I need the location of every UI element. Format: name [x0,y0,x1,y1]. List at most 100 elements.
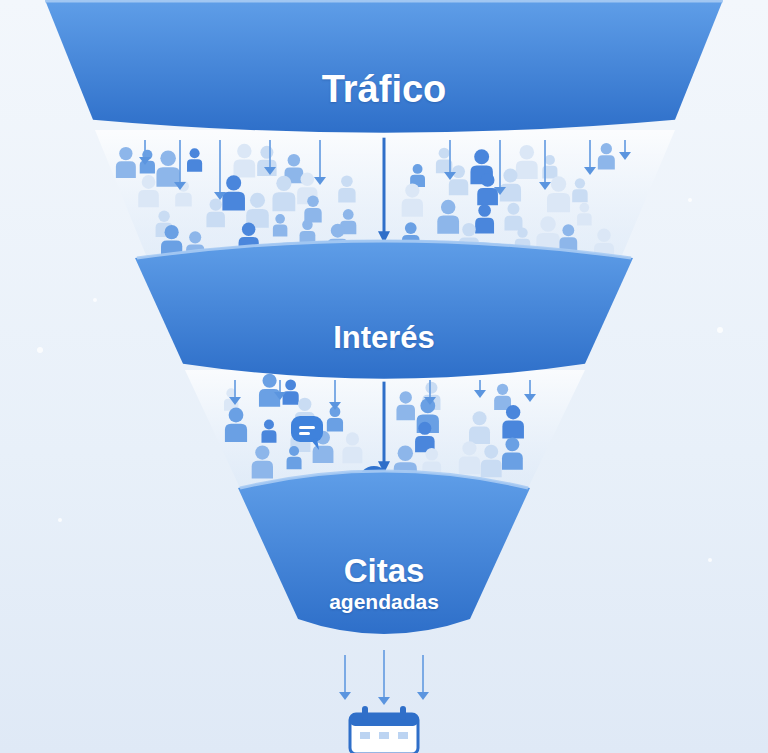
flow-arrow [619,140,631,160]
flow-arrow [524,380,536,402]
person-icon [206,198,225,227]
person-body [140,161,155,174]
flow-arrow-line [499,140,501,189]
person-head [405,222,417,234]
flow-arrow-head [619,152,631,160]
person-icon [273,214,287,237]
person-head [462,441,476,455]
person-icon [500,168,521,201]
person-head [288,154,300,166]
person-icon [327,406,343,431]
flow-arrow-head [264,167,276,175]
flow-arrow [494,140,506,195]
flow-arrow-head [229,397,241,405]
flow-arrow-line [319,140,321,179]
flow-arrow-line [144,140,146,159]
person-head [285,380,296,391]
flow-arrow-head [424,397,436,405]
person-body [598,155,615,169]
flow-arrow-line [624,140,626,154]
person-body [272,192,295,211]
flow-arrow [229,380,241,405]
flow-arrow-line [544,140,546,184]
person-icon [287,446,302,469]
person-head [210,198,222,210]
person-body [469,426,490,443]
funnel-glass [95,130,675,260]
person-head [158,210,169,221]
person-icon [187,148,202,172]
person-head [474,149,489,164]
funnel-band: Tráfico [45,0,723,142]
person-icon [342,432,362,463]
flow-arrow-head [274,392,286,400]
person-body [175,193,192,207]
person-head [520,145,535,160]
person-body [261,430,276,442]
flow-arrow [329,380,341,410]
person-head [405,183,419,197]
person-head [517,228,527,238]
person-head [413,164,423,174]
stage-sublabel: agendadas [329,590,439,614]
person-head [298,398,311,411]
flow-arrow-head [214,192,226,200]
flow-arrow-head [539,182,551,190]
person-head [229,408,244,423]
flow-arrow-line [334,380,336,404]
person-head [562,224,574,236]
person-head [142,175,156,189]
person-head [484,445,498,459]
person-head [189,231,201,243]
person-icon [502,405,524,439]
person-icon [598,143,615,169]
flow-arrow-head [524,394,536,402]
flow-arrow-line [429,380,431,399]
person-body [116,161,136,178]
person-head [346,432,359,445]
person-body [475,218,494,234]
person-body [449,179,468,195]
person-head [425,382,437,394]
flow-arrow-head [339,692,351,700]
person-body [257,160,276,176]
person-head [165,225,179,239]
person-icon [259,374,280,407]
flow-arrow-line [422,655,424,694]
flow-arrow-head [584,167,596,175]
flow-arrow-line [529,380,531,396]
person-head [289,446,299,456]
flow-arrow-head [329,402,341,410]
person-icon [504,203,522,231]
person-icon [415,422,435,452]
person-body [396,405,415,420]
person-head [119,147,132,160]
person-head [302,220,313,231]
person-head [398,446,413,461]
funnel-band: Interés [135,240,633,386]
flow-arrow [444,140,456,180]
flow-connector [383,382,386,472]
person-head [260,146,273,159]
person-icon [252,445,273,478]
person-body [477,188,498,205]
flow-arrow [417,655,429,700]
person-body [206,212,225,227]
person-head [575,178,585,188]
band-shape [135,240,633,386]
calendar-icon [350,706,418,753]
person-icon [116,147,136,178]
person-body [577,213,592,225]
person-icon [469,411,490,444]
flow-arrow [474,380,486,398]
person-head [250,193,265,208]
person-icon [156,150,179,186]
flow-arrow-head [494,187,506,195]
person-body [500,184,521,202]
person-icon [234,144,256,178]
flow-arrow-line [589,140,591,169]
person-body [138,190,159,207]
person-head [418,422,431,435]
person-head [439,148,450,159]
person-head [425,448,438,461]
